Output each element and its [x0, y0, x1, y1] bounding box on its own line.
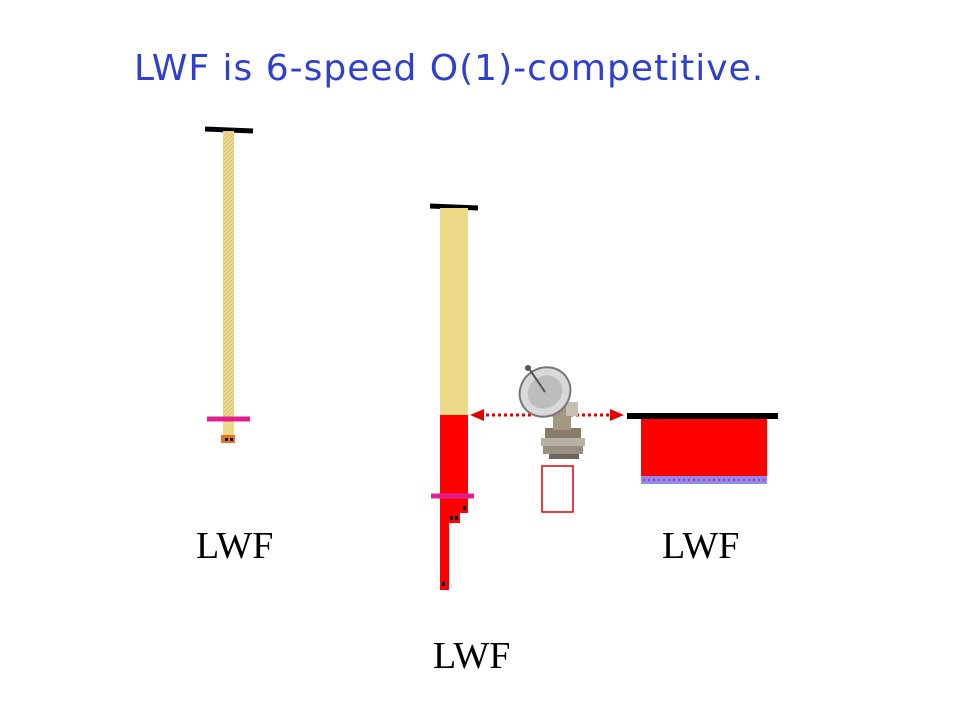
satellite-dish-icon: [518, 365, 585, 459]
left-tan-bar: [223, 131, 234, 418]
middle-dot-3: [455, 516, 458, 520]
arrow-head-right: [610, 409, 624, 421]
left-tan-stub: [223, 418, 234, 436]
arrow-head-left: [470, 409, 484, 421]
middle-dot-4: [442, 582, 445, 586]
label-middle: LWF: [433, 635, 511, 677]
right-red-block: [641, 419, 767, 476]
middle-red-stem: [440, 523, 449, 590]
right-block: [627, 413, 778, 484]
middle-dot-1: [463, 506, 466, 510]
missing-glyph-box-icon: [541, 465, 574, 513]
middle-top-cap: [429, 203, 479, 211]
left-dot-1: [225, 438, 228, 441]
middle-dot-2: [450, 516, 453, 520]
slide-title: LWF is 6-speed O(1)-competitive.: [134, 48, 765, 89]
left-column: [204, 126, 254, 443]
label-left: LWF: [196, 525, 274, 567]
middle-tan-bar: [440, 208, 468, 415]
middle-column: [429, 203, 479, 590]
label-right: LWF: [662, 525, 740, 567]
left-dot-2: [230, 438, 233, 441]
middle-red-step-1: [440, 495, 468, 513]
middle-red-bar: [440, 415, 468, 495]
left-top-cap: [204, 126, 254, 134]
